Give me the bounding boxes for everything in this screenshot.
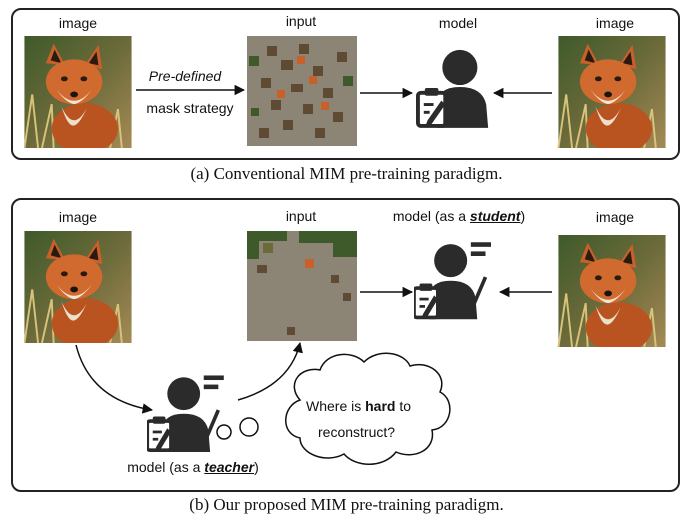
label-teacher: model (as a teacher) (127, 459, 259, 475)
label-image-left-b: image (58, 209, 98, 225)
arrow-label-mask-strategy: mask strategy (146, 100, 234, 116)
label-image-right-b: image (595, 209, 635, 225)
thought-text-line1: Where is hard to (306, 398, 412, 414)
thought-bubble-dot-large (239, 417, 259, 437)
label-model-a: model (438, 15, 478, 31)
caption-a: (a) Conventional MIM pre-training paradi… (190, 164, 503, 183)
arrow-teacher-to-input (237, 341, 303, 401)
label-input-a: input (285, 13, 317, 29)
caption-b: (b) Our proposed MIM pre-training paradi… (189, 495, 504, 514)
thought-cloud (285, 352, 451, 465)
label-image-right-a: image (595, 15, 635, 31)
masked-input-a (247, 36, 357, 146)
label-student: model (as a student) (392, 208, 526, 224)
masked-input-b (247, 231, 357, 341)
arrow-image-to-teacher (75, 344, 154, 414)
label-input-b: input (285, 208, 317, 224)
arrow-label-predefined: Pre-defined (148, 68, 222, 84)
label-image-left-a: image (58, 15, 98, 31)
thought-text-line2: reconstruct? (318, 424, 396, 440)
thought-bubble-dot-small (216, 424, 232, 440)
